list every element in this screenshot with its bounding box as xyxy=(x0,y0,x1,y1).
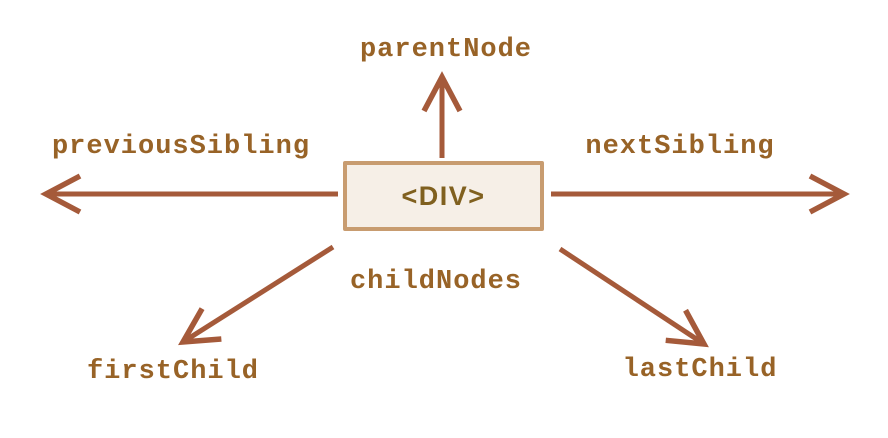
div-node-label: <DIV> xyxy=(401,180,486,211)
first-child-arrow xyxy=(178,244,335,346)
child-nodes-label: childNodes xyxy=(349,267,523,297)
last-child-label: lastChild xyxy=(622,355,778,385)
previous-sibling-label: previousSibling xyxy=(51,132,311,162)
parent-node-label: parentNode xyxy=(359,35,533,65)
next-sibling-label: nextSibling xyxy=(585,132,775,162)
div-node-box: <DIV> xyxy=(343,161,544,231)
last-child-arrow xyxy=(558,246,709,348)
first-child-label: firstChild xyxy=(86,357,260,387)
